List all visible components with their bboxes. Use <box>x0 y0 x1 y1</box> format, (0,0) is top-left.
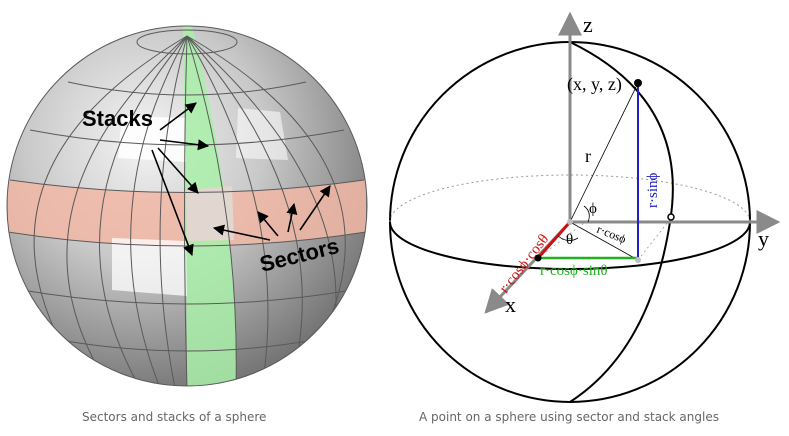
z-axis-label: z <box>583 12 593 37</box>
equator-front <box>389 221 751 270</box>
theta-label: θ <box>566 232 573 248</box>
sphere-outline <box>6 25 368 387</box>
point-label: (x, y, z) <box>567 74 622 95</box>
sector-lines <box>33 35 346 386</box>
phi-arc <box>583 205 590 223</box>
r-cos-phi-label: r·cosϕ <box>595 222 628 246</box>
projection-line <box>569 221 639 261</box>
sector-stack-intersection <box>186 186 234 241</box>
origin-point <box>567 219 573 225</box>
theta-arc <box>557 235 579 241</box>
stack-lines <box>7 29 367 352</box>
x-axis-label: x <box>505 292 516 317</box>
stacks-arrows <box>151 102 210 257</box>
sphere-coordinate-diagram: z y x (x, y, z) r ϕ θ r·cosϕ r·sinϕ r·co… <box>389 11 781 403</box>
r-cos-phi-cos-theta-line <box>536 221 572 259</box>
r-cos-phi-sin-theta-label: r·cosϕ·sinθ <box>540 263 608 279</box>
right-caption: A point on a sphere using sector and sta… <box>419 410 719 424</box>
sectors-arrows <box>212 185 331 241</box>
radius-line <box>569 82 639 223</box>
radius-label: r <box>585 146 591 166</box>
point-xyz <box>634 79 642 87</box>
r-sin-phi-label: r·sinϕ <box>645 173 661 208</box>
point-x-projection <box>534 254 542 262</box>
left-caption: Sectors and stacks of a sphere <box>82 410 267 424</box>
point-y-intercept <box>667 213 675 221</box>
equator-back <box>389 174 751 223</box>
dotted-helper-1 <box>637 221 669 261</box>
phi-label: ϕ <box>589 201 597 217</box>
sphere-sectors-stacks: Stacks Sectors <box>6 25 368 387</box>
y-axis-label: y <box>758 226 769 251</box>
stacks-label: Stacks <box>82 106 153 131</box>
point-xy-projection <box>635 257 641 263</box>
